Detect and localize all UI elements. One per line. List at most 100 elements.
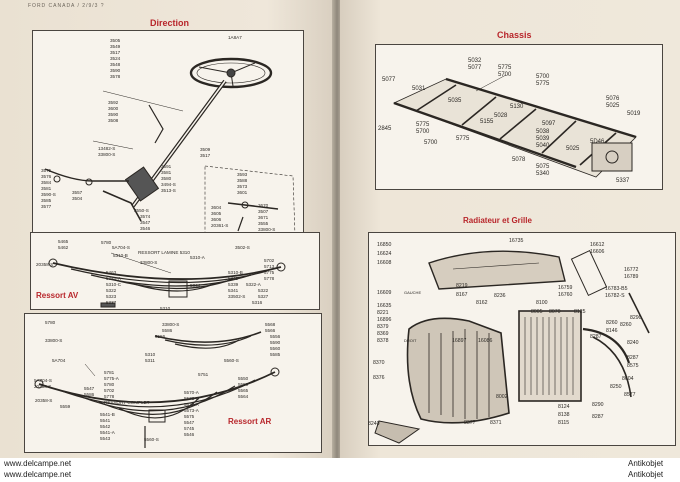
callout: 16086 — [478, 338, 493, 344]
radiateur-title: Radiateur et Grille — [463, 216, 532, 225]
callout: 3590 — [108, 112, 119, 117]
callout: 20361-S — [211, 223, 229, 228]
callout: 16608 — [377, 260, 392, 266]
callout: 5573-A — [184, 408, 199, 413]
antikobjet-label: Antikobjet — [628, 470, 664, 479]
callout: 5310-A — [106, 276, 121, 281]
delcampe-link[interactable]: www.delcampe.net — [4, 470, 72, 479]
callout: 5700 — [536, 74, 550, 80]
callout: 5341 — [228, 288, 239, 293]
callout: 3575 — [41, 168, 52, 173]
callout: 3585 — [41, 198, 52, 203]
callout: 5780 — [104, 382, 115, 387]
callout: 3580 — [161, 176, 172, 181]
callout: 5778 — [264, 276, 275, 281]
callout: 3507 — [258, 209, 269, 214]
callout: 5775 — [264, 270, 275, 275]
callout: 1A8A7 — [228, 35, 242, 40]
callout: 8162 — [476, 300, 488, 306]
antikobjet-label: Antikobjet — [628, 459, 664, 468]
callout: 3593 — [237, 172, 248, 177]
callout: 5550 — [238, 382, 249, 387]
callout: 3548 — [110, 62, 121, 67]
callout: 3546 — [140, 226, 151, 231]
callout: 8002 — [496, 394, 508, 400]
running-title: FORD CANADA / 2/9/3 ? — [28, 3, 105, 9]
callout: 16760 — [558, 292, 573, 298]
radiateur-diagram — [374, 249, 650, 444]
callout: 8369 — [377, 331, 389, 337]
callout: 2845 — [378, 126, 392, 132]
callout: 5D46 — [590, 139, 605, 145]
callout: 3547 — [140, 220, 151, 225]
callout: 5310 — [145, 352, 156, 357]
callout: 3577 — [41, 204, 52, 209]
callout: 8138 — [558, 412, 570, 418]
callout: 3591 — [161, 164, 172, 169]
callout: 33800-S — [140, 260, 158, 265]
callout: 5775-A — [104, 376, 119, 381]
direction-panel — [32, 30, 304, 242]
callout: RESSORT LAMINE 5310 — [138, 250, 190, 255]
ressort-av-diagram — [48, 252, 286, 308]
callout: 5337 — [106, 300, 117, 305]
callout: 5097 — [542, 121, 556, 127]
callout: 5025 — [606, 103, 620, 109]
callout: 5780 — [101, 240, 112, 245]
callout: 5031 — [412, 86, 426, 92]
callout: 5028 — [494, 113, 508, 119]
callout: 3517 — [200, 153, 211, 158]
chassis-panel — [375, 44, 663, 190]
callout: 8219 — [456, 283, 468, 289]
callout: 20358-S — [36, 262, 54, 267]
callout: 5462 — [58, 245, 69, 250]
callout: 8124 — [558, 404, 570, 410]
callout: 8287 — [590, 334, 602, 340]
callout: 3590 — [110, 68, 121, 73]
callout: 8167 — [456, 292, 468, 298]
callout: 8577 — [624, 392, 636, 398]
callout: 13482-S — [98, 146, 116, 151]
callout: 5310-B — [228, 270, 243, 275]
callout: 16782-S — [605, 293, 625, 299]
callout: 8575 — [627, 363, 639, 369]
callout: 3592 — [108, 100, 119, 105]
chassis-title: Chassis — [497, 30, 532, 40]
ressort-av-title: Ressort AV — [36, 291, 79, 300]
callout: 5322 — [258, 288, 269, 293]
callout: 3555 — [258, 221, 269, 226]
callout: 8146 — [606, 328, 618, 334]
callout: 16735 — [509, 238, 524, 244]
callout: 5543 — [100, 436, 111, 441]
callout: 3502-S — [235, 245, 250, 250]
callout: 5780 — [45, 320, 56, 325]
callout: 16635 — [377, 303, 392, 309]
callout: 16783-B5 — [605, 286, 628, 292]
callout: 3581 — [41, 186, 52, 191]
callout: 5310 — [160, 306, 171, 311]
callout: 33800-S — [45, 338, 63, 343]
callout: 5032 — [468, 58, 482, 64]
delcampe-link[interactable]: www.delcampe.net — [4, 459, 72, 468]
callout: 5585 — [270, 352, 281, 357]
callout: 5327 — [258, 294, 269, 299]
side-label: DROIT — [404, 338, 417, 343]
callout: 8100 — [536, 300, 548, 306]
direction-diagram — [44, 57, 296, 237]
callout: 5560-S — [224, 358, 239, 363]
callout: 3508 — [108, 118, 119, 123]
callout: 5077 — [382, 77, 396, 83]
callout: 16896 — [377, 317, 392, 323]
callout: 5040 — [536, 143, 550, 149]
callout: 5745 — [184, 426, 195, 431]
callout: 8005 — [531, 309, 543, 315]
callout: 8240 — [368, 421, 380, 427]
callout: 3517 — [110, 50, 121, 55]
callout: 3509 — [200, 147, 211, 152]
callout: 16897 — [452, 338, 467, 344]
callout: 5586 — [84, 392, 95, 397]
callout: 8260 — [606, 320, 618, 326]
callout: 16609 — [377, 290, 392, 296]
ressort-ar-panel — [24, 313, 322, 453]
callout: 8378 — [377, 338, 389, 344]
